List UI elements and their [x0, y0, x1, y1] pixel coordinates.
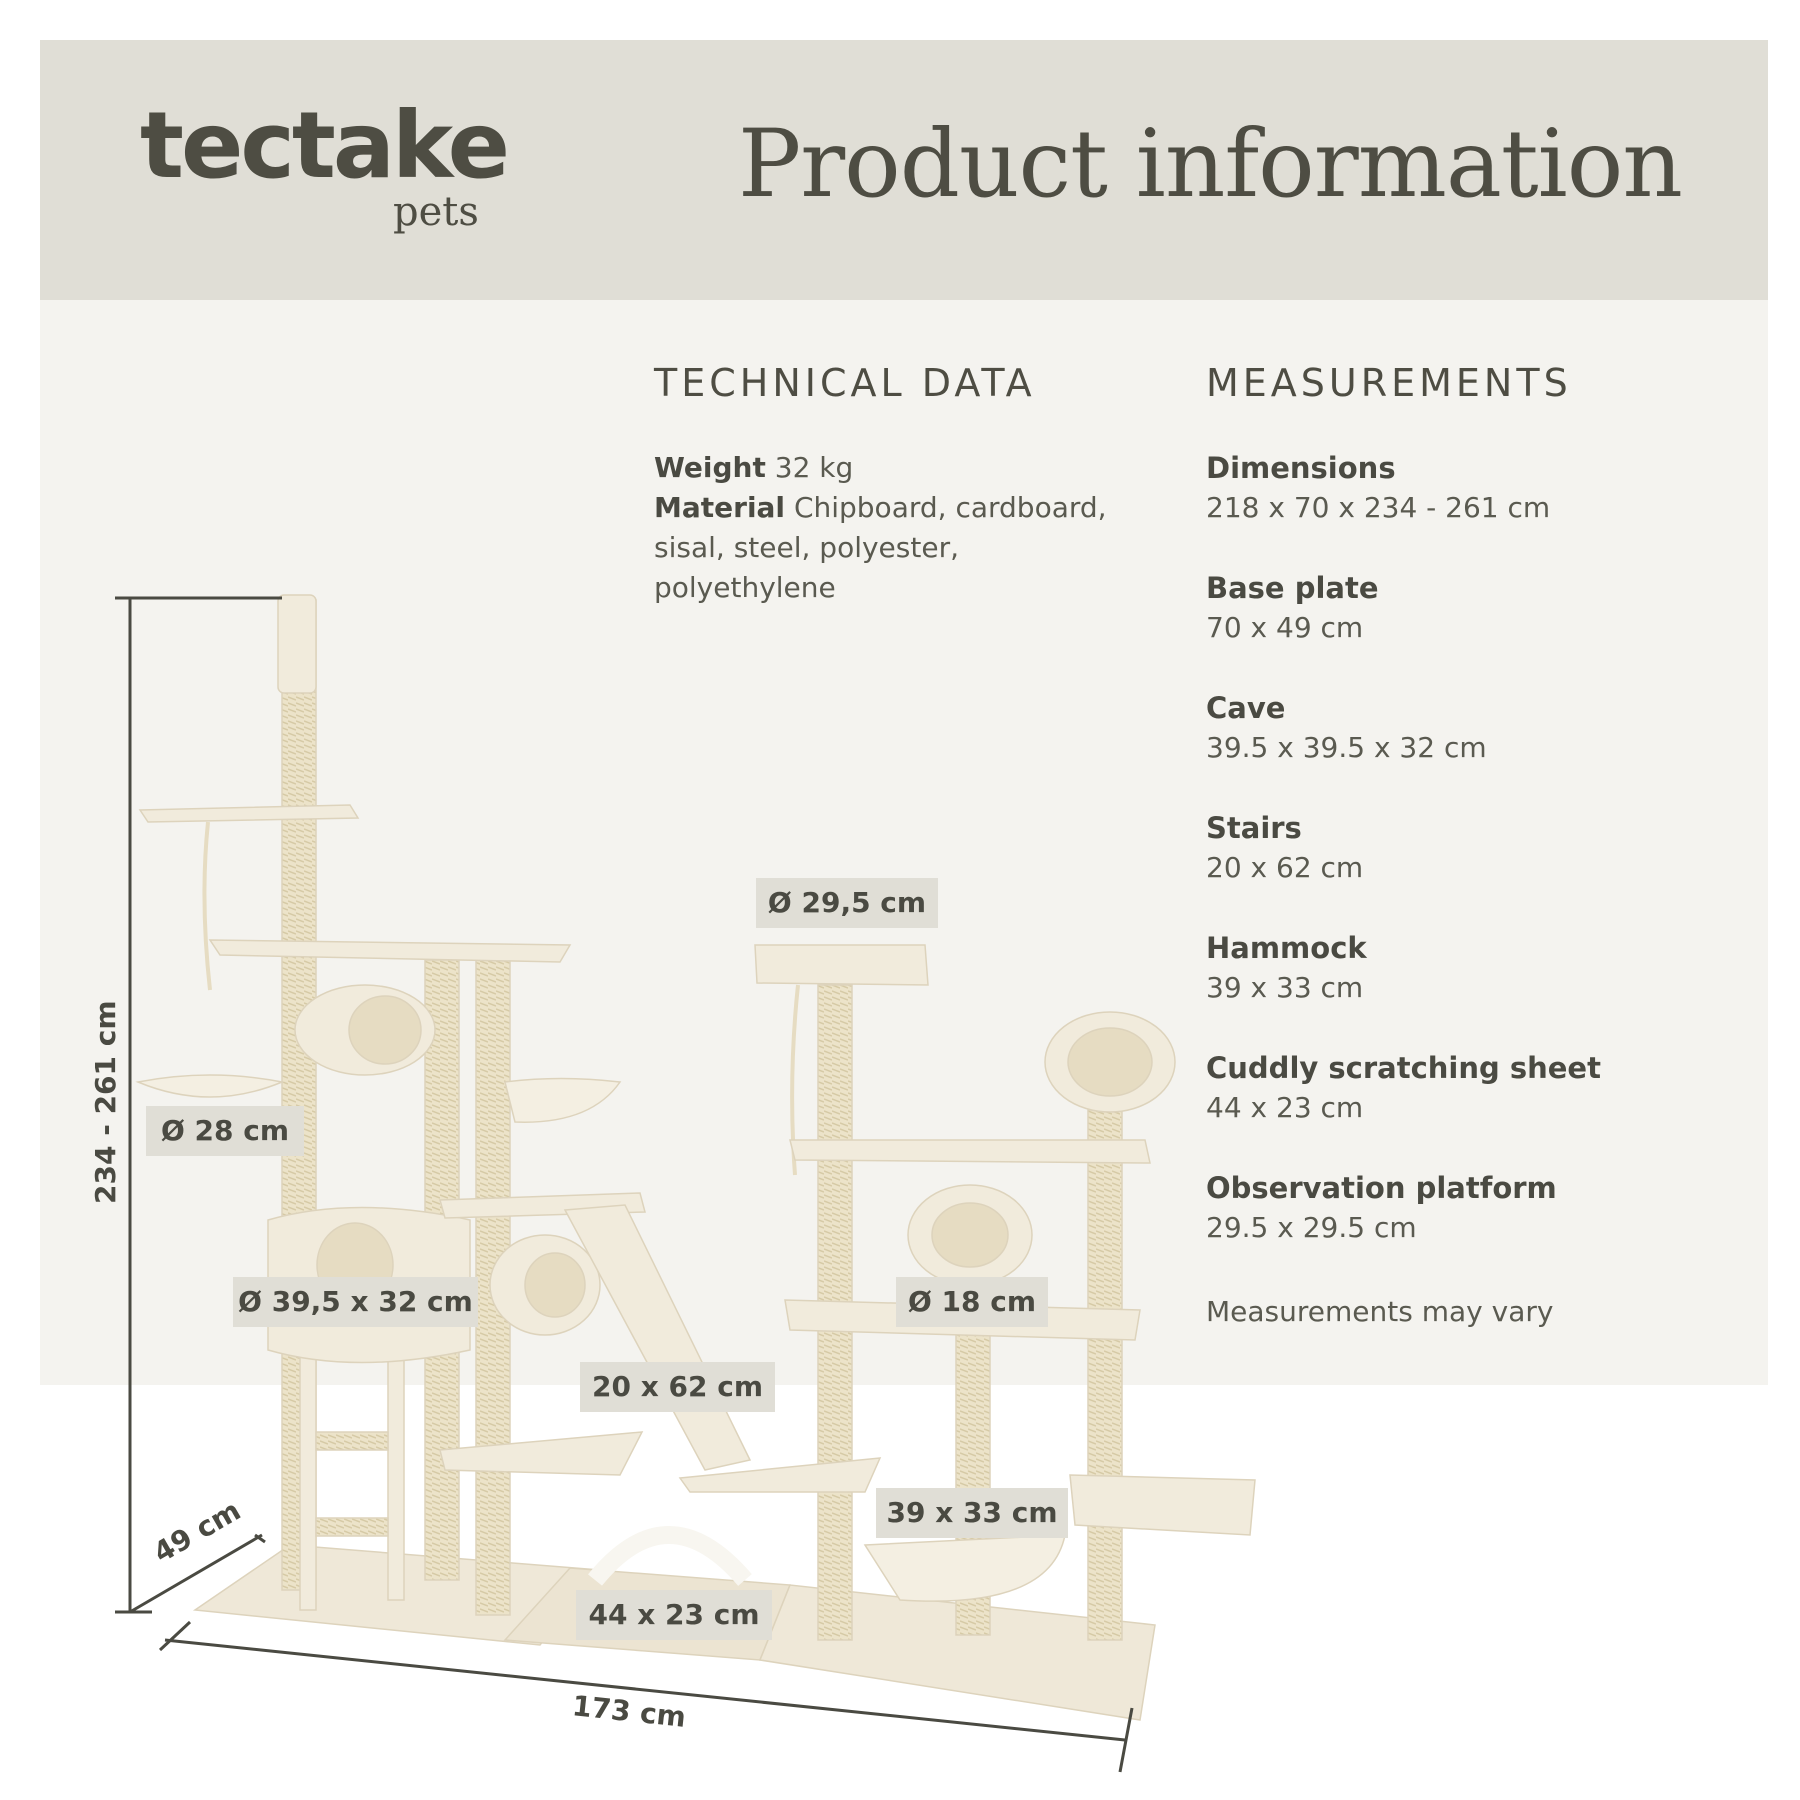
brand-logo: tectake [140, 92, 510, 199]
material-value-3: polyethylene [654, 571, 836, 604]
header-band [40, 40, 1768, 300]
dimension-lines [115, 596, 1134, 1773]
ladder-rail-right [387, 1349, 405, 1601]
dimensions-value: 218 x 70 x 234 - 261 cm [1206, 491, 1551, 524]
material-value-2: sisal, steel, polyester, [654, 531, 959, 564]
weight-value: 32 kg [774, 451, 854, 484]
callout-scratching-sheet: 44 x 23 cm [576, 1590, 772, 1640]
ladder-rung [315, 1431, 389, 1451]
shelf-right-upper [789, 1139, 1151, 1164]
ladder-rail-left [299, 1349, 317, 1611]
callout-stairs: 20 x 62 cm [580, 1362, 775, 1412]
platform-top-left [138, 804, 360, 823]
scratching-sheet-label: Cuddly scratching sheet [1206, 1051, 1601, 1085]
measurements-heading: MEASUREMENTS [1206, 361, 1572, 405]
post-right-3 [1087, 1109, 1123, 1641]
ladder-rung [315, 1517, 389, 1537]
page-title: Product information [738, 110, 1683, 219]
stairs-label: Stairs [1206, 811, 1302, 845]
callout-cave: Ø 39,5 x 32 cm [233, 1277, 478, 1327]
hammock [863, 1534, 1066, 1602]
bed-right [504, 1077, 622, 1123]
cave-label: Cave [1206, 691, 1286, 725]
observation-platform-value: 29.5 x 29.5 cm [1206, 1211, 1417, 1244]
callout-hammock: 39 x 33 cm [876, 1488, 1068, 1538]
scratching-sheet [588, 1526, 752, 1586]
weight-line: Weight 32 kg [654, 448, 853, 488]
hammock-label: Hammock [1206, 931, 1367, 965]
measurements-note: Measurements may vary [1206, 1295, 1554, 1328]
brand-logo-sub: pets [393, 189, 479, 235]
cave-value: 39.5 x 39.5 x 32 cm [1206, 731, 1487, 764]
platform-low-left [439, 1431, 644, 1476]
callout-observation-platform: Ø 29,5 cm [756, 878, 938, 928]
observation-platform-label: Observation platform [1206, 1171, 1557, 1205]
callout-ring-tunnel: Ø 18 cm [896, 1277, 1048, 1327]
post-top-cap [277, 594, 317, 694]
material-line: Material Chipboard, cardboard, [654, 488, 1107, 528]
platform-mid [208, 939, 572, 963]
dimensions-label: Dimensions [1206, 451, 1396, 485]
base-plate-label: Base plate [1206, 571, 1379, 605]
material-value-1: Chipboard, cardboard, [793, 491, 1107, 524]
callout-bed: Ø 28 cm [146, 1106, 304, 1156]
technical-data-heading: TECHNICAL DATA [654, 361, 1036, 405]
stairs-value: 20 x 62 cm [1206, 851, 1364, 884]
height-dimension: 234 - 261 cm [89, 1000, 122, 1204]
material-label: Material [654, 491, 786, 524]
scratching-sheet-value: 44 x 23 cm [1206, 1091, 1364, 1124]
observation-platform [754, 944, 929, 986]
bed-left [135, 1074, 285, 1098]
platform-low-right [1069, 1474, 1256, 1536]
base-plate-value: 70 x 49 cm [1206, 611, 1364, 644]
info-panel [40, 300, 1768, 1385]
platform-low-middle [678, 1457, 882, 1493]
weight-label: Weight [654, 451, 766, 484]
stairs-ramp [563, 1204, 752, 1471]
base-plate-right [758, 1584, 1156, 1721]
hammock-value: 39 x 33 cm [1206, 971, 1364, 1004]
